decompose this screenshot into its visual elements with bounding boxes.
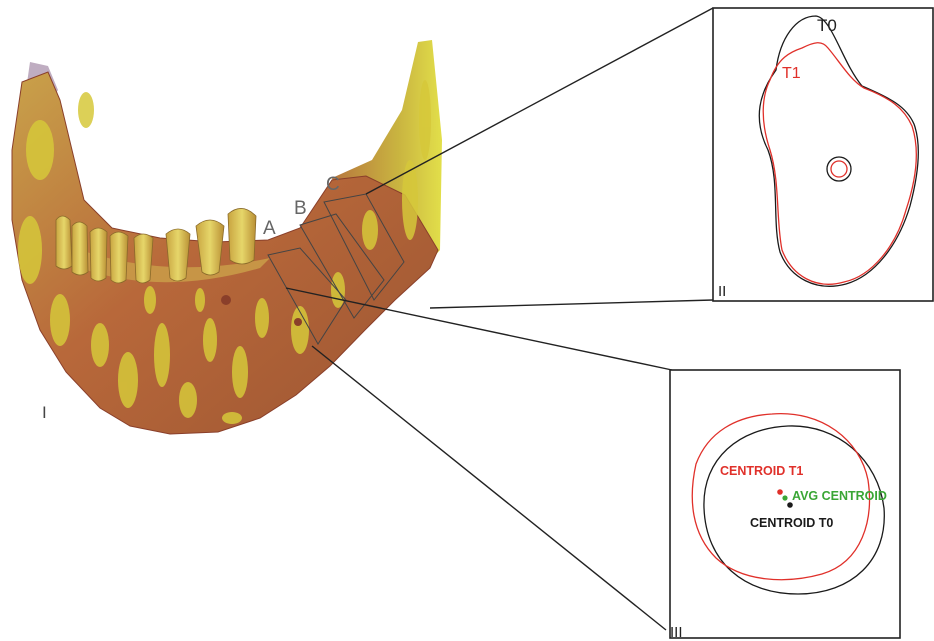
panel-label-top-right: II <box>718 283 726 300</box>
tooth <box>134 234 153 283</box>
mental-foramen <box>221 295 231 305</box>
tooth <box>56 216 72 269</box>
tooth <box>110 232 128 283</box>
mandible-model <box>12 40 442 434</box>
centroid-avg-marker <box>782 495 787 500</box>
mental-foramen <box>294 318 302 326</box>
section-label-b: B <box>294 198 307 219</box>
section-label-a: A <box>263 218 276 239</box>
contour-label-t0: T0 <box>817 16 837 35</box>
tooth <box>228 208 256 264</box>
tooth <box>72 222 88 275</box>
centroid-label-t0: CENTROID T0 <box>750 516 833 530</box>
contour-label-t1: T1 <box>782 65 801 82</box>
centroid-t0-marker <box>787 502 793 508</box>
section-label-c: C <box>326 174 340 195</box>
panel-centroids: CENTROID T1 AVG CENTROID CENTROID T0 III <box>670 370 900 641</box>
panel-label-bottom-right: III <box>670 624 683 641</box>
tooth <box>90 228 107 281</box>
centroid-t1-marker <box>777 489 783 495</box>
panel-cross-section: T0 T1 II <box>713 8 933 301</box>
leader-line <box>312 346 666 630</box>
centroid-label-t1: CENTROID T1 <box>720 464 803 478</box>
panel-frame <box>713 8 933 301</box>
panel-label-main: I <box>42 403 47 422</box>
tooth <box>166 229 190 281</box>
leader-line <box>430 300 713 308</box>
centroid-label-avg: AVG CENTROID <box>792 489 887 503</box>
